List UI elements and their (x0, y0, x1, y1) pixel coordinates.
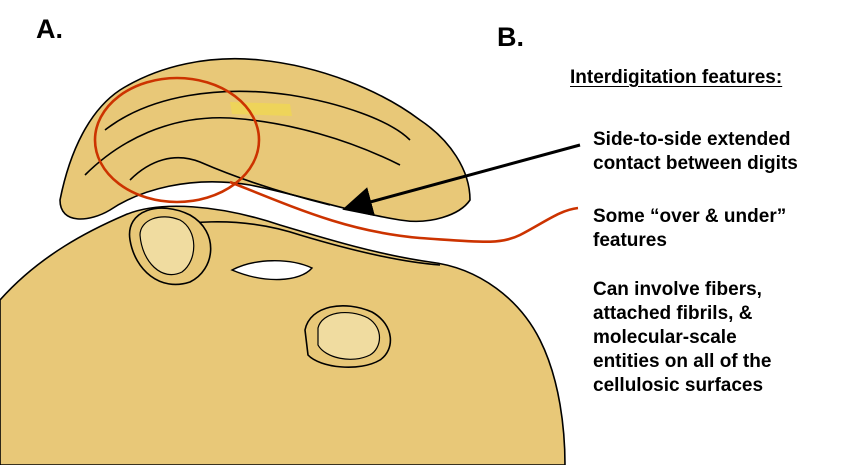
feature-line: features (593, 229, 861, 253)
highlight (230, 102, 292, 116)
feature-line: cellulosic surfaces (593, 374, 861, 398)
panel-a-label: A. (36, 14, 63, 45)
feature-line: Some “over & under” (593, 205, 861, 229)
feature-line: Can involve fibers, (593, 278, 861, 302)
feature-fibers: Can involve fibers, attached fibrils, & … (593, 278, 861, 398)
feature-side-to-side: Side-to-side extended contact between di… (593, 128, 861, 176)
features-heading: Interdigitation features: (570, 67, 782, 89)
feature-line: attached fibrils, & (593, 302, 861, 326)
feature-over-under: Some “over & under” features (593, 205, 861, 253)
panel-b-label: B. (497, 22, 524, 53)
lower-hand (0, 206, 565, 465)
feature-line: contact between digits (593, 152, 861, 176)
feature-line: Side-to-side extended (593, 128, 861, 152)
feature-line: molecular-scale (593, 326, 861, 350)
thumbnail-2 (318, 313, 380, 360)
feature-line: entities on all of the (593, 350, 861, 374)
